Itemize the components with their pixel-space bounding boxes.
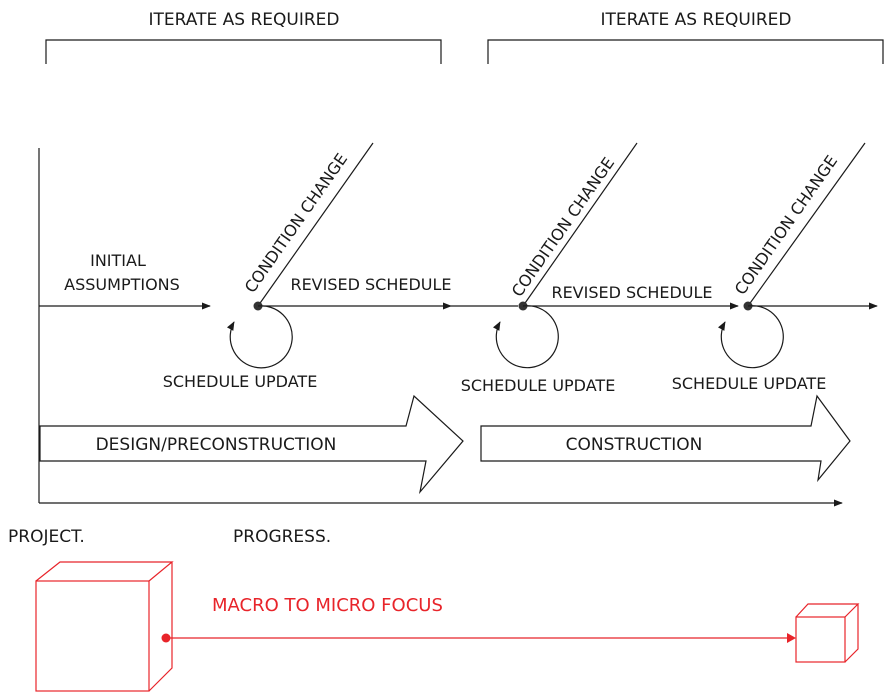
progress-label: PROGRESS. bbox=[233, 527, 331, 547]
small-cube-icon bbox=[795, 603, 860, 663]
phase-label-design: DESIGN/PRECONSTRUCTION bbox=[96, 435, 337, 455]
schedule-update-label-1: SCHEDULE UPDATE bbox=[163, 372, 318, 391]
phase-label-construction: CONSTRUCTION bbox=[566, 435, 703, 455]
schedule-update-loop-1: SCHEDULE UPDATE bbox=[163, 305, 318, 391]
initial-assumptions-line2: ASSUMPTIONS bbox=[64, 275, 180, 294]
project-label: PROJECT. bbox=[8, 527, 85, 547]
initial-assumptions-line1: INITIAL bbox=[90, 251, 146, 270]
schedule-update-loop-3: SCHEDULE UPDATE bbox=[672, 305, 827, 393]
schedule-update-label-2: SCHEDULE UPDATE bbox=[461, 376, 616, 395]
condition-change-3: CONDITION CHANGE bbox=[731, 142, 866, 311]
condition-change-label-3: CONDITION CHANGE bbox=[731, 152, 842, 299]
schedule-update-label-3: SCHEDULE UPDATE bbox=[672, 374, 827, 393]
condition-change-label-2: CONDITION CHANGE bbox=[508, 154, 619, 301]
iterate-bracket-2: ITERATE AS REQUIRED bbox=[487, 10, 884, 64]
revised-schedule-label-1: REVISED SCHEDULE bbox=[290, 275, 451, 294]
iterate-label-2: ITERATE AS REQUIRED bbox=[601, 10, 792, 30]
schedule-update-loop-2: SCHEDULE UPDATE bbox=[461, 305, 616, 395]
iterate-label-1: ITERATE AS REQUIRED bbox=[149, 10, 340, 30]
phase-arrow-design: DESIGN/PRECONSTRUCTION bbox=[39, 394, 464, 495]
focus-arrowhead bbox=[787, 633, 796, 643]
revised-schedule-label-2: REVISED SCHEDULE bbox=[551, 283, 712, 302]
macro-to-micro-label: MACRO TO MICRO FOCUS bbox=[212, 595, 443, 616]
large-cube-icon bbox=[35, 561, 174, 692]
focus-start-dot bbox=[161, 633, 171, 643]
iterate-bracket-1: ITERATE AS REQUIRED bbox=[45, 10, 442, 64]
phase-arrow-construction: CONSTRUCTION bbox=[480, 394, 851, 483]
